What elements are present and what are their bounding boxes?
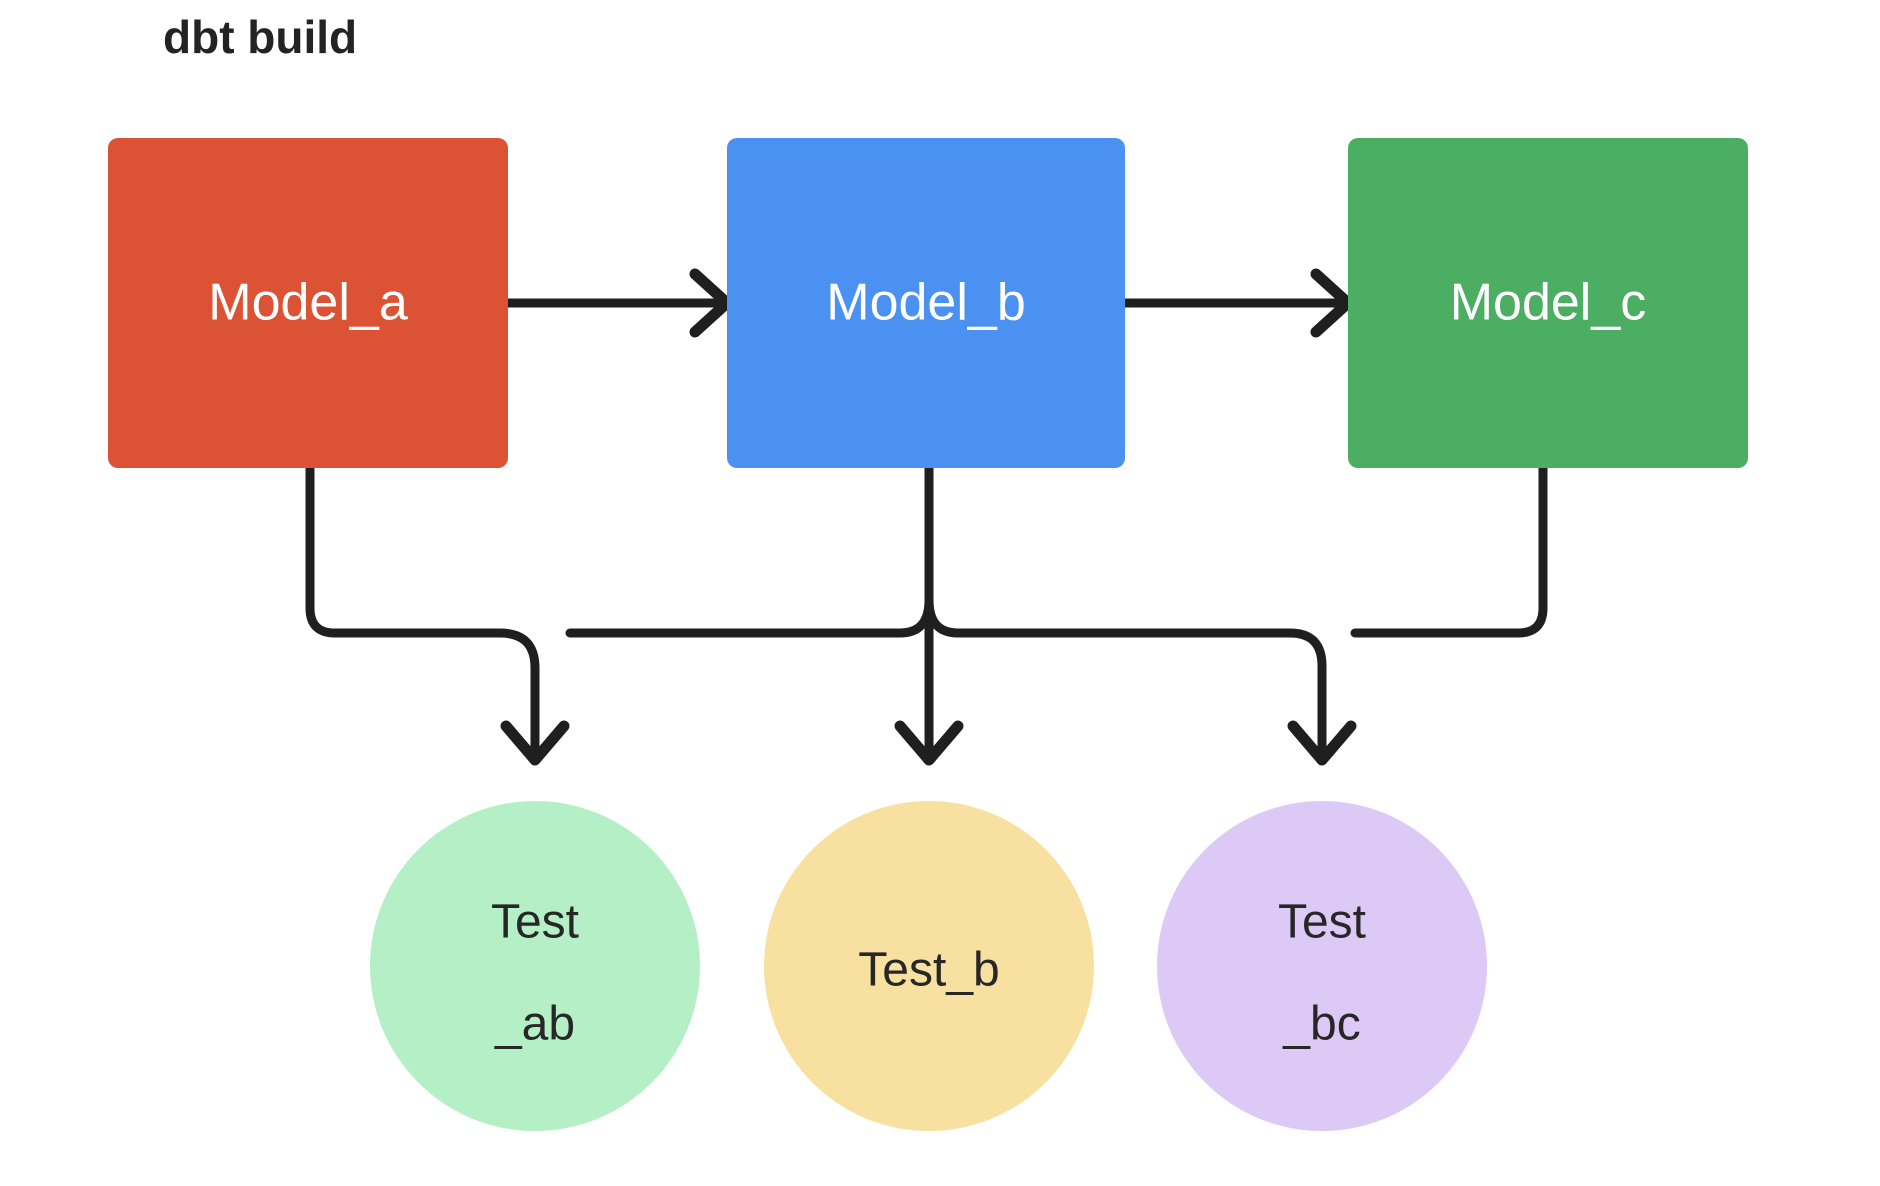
test-ab-label-line1: Test: [491, 896, 579, 949]
node-test-b[interactable]: Test_b: [764, 801, 1094, 1131]
test-b-circle[interactable]: [764, 801, 1094, 1131]
model-b-label: Model_b: [826, 274, 1025, 332]
test-bc-label-line1: Test: [1278, 896, 1366, 949]
arrow-head-icon-test-b: [894, 720, 964, 766]
arrow-head-icon-test-bc: [1287, 720, 1357, 766]
test-ab-label-line2: _ab: [494, 998, 575, 1051]
node-model-c[interactable]: Model_c: [1348, 138, 1748, 468]
edge-model-a-to-model-b: [503, 268, 733, 338]
test-b-label: Test_b: [858, 944, 999, 997]
model-a-rect[interactable]: [108, 138, 508, 468]
model-a-label: Model_a: [208, 274, 408, 332]
edge-model-c-to-test-bc: [1350, 463, 1548, 638]
test-bc-label-line2: _bc: [1282, 998, 1360, 1051]
test-ab-circle[interactable]: [370, 801, 700, 1131]
edge-model-b-to-test-bc: [924, 595, 1327, 760]
edge-model-b-to-test-ab: [565, 595, 934, 638]
node-test-bc[interactable]: Test _bc: [1157, 801, 1487, 1131]
test-bc-circle[interactable]: [1157, 801, 1487, 1131]
node-model-a[interactable]: Model_a: [108, 138, 508, 468]
edge-line: [1350, 463, 1548, 638]
node-model-b[interactable]: Model_b: [727, 138, 1125, 468]
edge-model-b-to-model-c: [1120, 268, 1354, 338]
model-c-label: Model_c: [1450, 274, 1647, 332]
model-c-rect[interactable]: [1348, 138, 1748, 468]
edge-line: [305, 463, 540, 760]
edge-model-a-to-test-ab: [305, 463, 540, 760]
node-test-ab[interactable]: Test _ab: [370, 801, 700, 1131]
model-b-rect[interactable]: [727, 138, 1125, 468]
arrow-head-icon-test-ab: [500, 720, 570, 766]
page-title: dbt build: [163, 11, 357, 63]
edge-line: [565, 595, 934, 638]
edge-line: [924, 595, 1327, 760]
